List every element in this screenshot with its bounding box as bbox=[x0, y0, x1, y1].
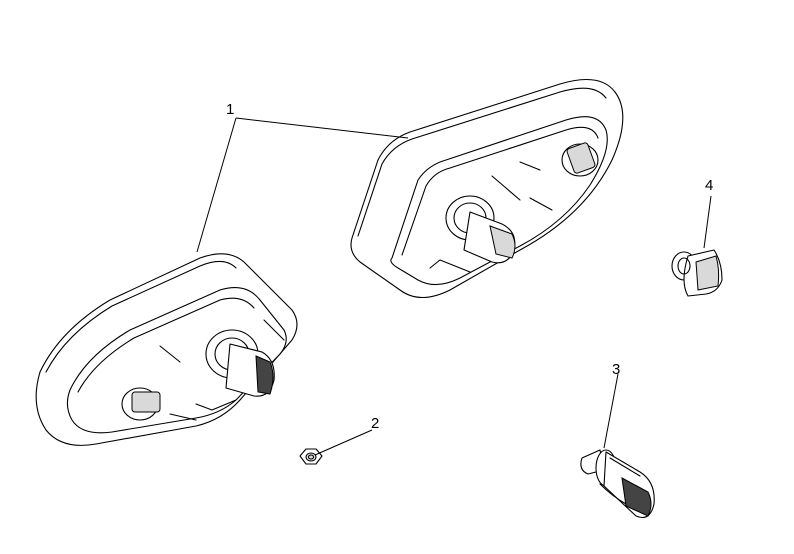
bulb-socket-part bbox=[580, 449, 655, 519]
nut-part bbox=[299, 448, 323, 465]
callout-4: 4 bbox=[705, 177, 713, 194]
leader-line-2 bbox=[314, 429, 373, 456]
leader-line-3 bbox=[603, 373, 619, 449]
leader-lines bbox=[196, 117, 712, 456]
callout-2: 2 bbox=[371, 415, 379, 432]
leader-line-1-left bbox=[196, 117, 237, 253]
tail-lamp-right bbox=[350, 78, 624, 299]
leader-line-1-right bbox=[235, 117, 409, 139]
callout-3: 3 bbox=[612, 361, 620, 378]
tail-lamp-left bbox=[35, 253, 298, 446]
leader-line-4 bbox=[703, 195, 712, 249]
callout-1: 1 bbox=[226, 101, 234, 118]
bulb-cap-part bbox=[671, 249, 723, 297]
